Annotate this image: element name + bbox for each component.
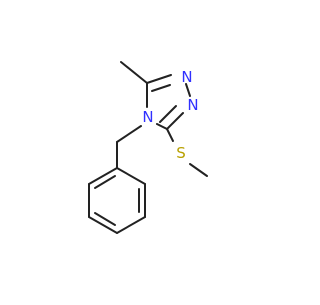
bond-n4-ch2 (116, 125, 142, 143)
atom-s-label: S (176, 144, 186, 162)
bond-c3-n2-double (151, 84, 171, 92)
bond-c5-s (166, 128, 174, 142)
atom-labels: N N N S (142, 68, 198, 162)
bond-s-methyl (189, 163, 208, 177)
atom-n1-label: N (181, 68, 192, 86)
benzene-bond-3 (116, 216, 146, 234)
bonds (88, 61, 208, 234)
bond-c3-n2 (146, 74, 172, 84)
bond-c5-n4 (156, 123, 168, 130)
molecule-diagram: N N N S (88, 61, 208, 234)
bond-n1-c5 (166, 112, 184, 130)
benzene-bond-4 (88, 216, 118, 234)
benzyl-methyl-methylthio-triazole-structure: N N N S (88, 61, 208, 234)
bond-methyl-c3 (120, 61, 148, 84)
bond-n2-n1 (185, 83, 191, 97)
bond-n1-c5-double (159, 105, 177, 123)
benzene-double-3 (94, 175, 116, 189)
benzene-double-2 (94, 212, 116, 226)
atom-n4-label: N (142, 108, 153, 126)
benzene-bond-1 (116, 167, 146, 185)
atom-n2-label: N (187, 96, 198, 114)
benzene-bond-6 (88, 167, 118, 185)
